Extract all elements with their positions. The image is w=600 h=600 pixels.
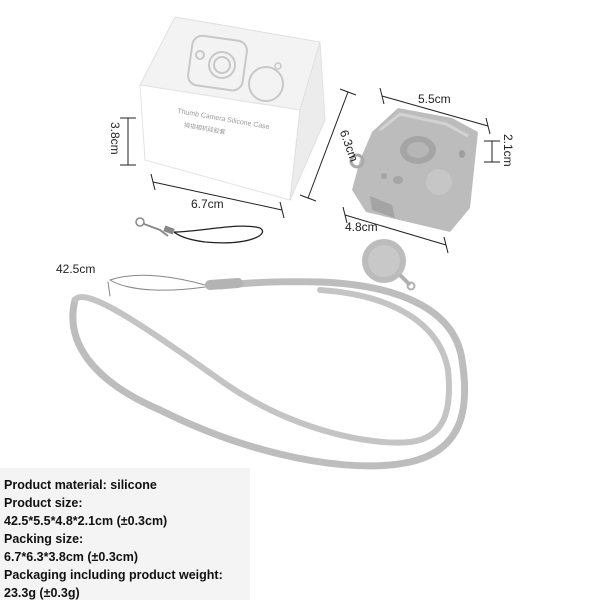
silicone-case bbox=[349, 108, 478, 232]
dim-case-width: 5.5cm bbox=[418, 92, 451, 106]
wrist-strap bbox=[135, 217, 263, 244]
dim-case-height: 4.8cm bbox=[345, 220, 378, 234]
packaging-box bbox=[139, 16, 326, 201]
lanyard bbox=[69, 274, 469, 470]
dimension-lines bbox=[120, 87, 500, 254]
spec-packing-size-label: Packing size: bbox=[4, 532, 84, 546]
spec-product-size-value: 42.5*5.5*4.8*2.1cm (±0.3cm) bbox=[4, 514, 168, 528]
dim-case-depth: 2.1cm bbox=[501, 134, 515, 167]
spec-weight-label: Packaging including product weight: bbox=[4, 568, 223, 582]
spec-product-size-label: Product size: bbox=[4, 496, 83, 510]
spec-packing-size-value: 6.7*6.3*3.8cm (±0.3cm) bbox=[4, 550, 139, 564]
ring-outline-icon bbox=[248, 66, 284, 102]
dim-lanyard-length: 42.5cm bbox=[56, 262, 96, 276]
camera-outline-icon bbox=[187, 34, 248, 92]
dim-box-length: 6.7cm bbox=[191, 197, 224, 211]
spec-panel: Product material: silicone Product size:… bbox=[0, 468, 250, 600]
lens-cap bbox=[362, 239, 416, 291]
spec-weight-value: 23.3g (±0.3g) bbox=[4, 586, 80, 600]
spec-material: Product material: silicone bbox=[4, 478, 157, 492]
dim-box-height: 3.8cm bbox=[108, 122, 122, 155]
